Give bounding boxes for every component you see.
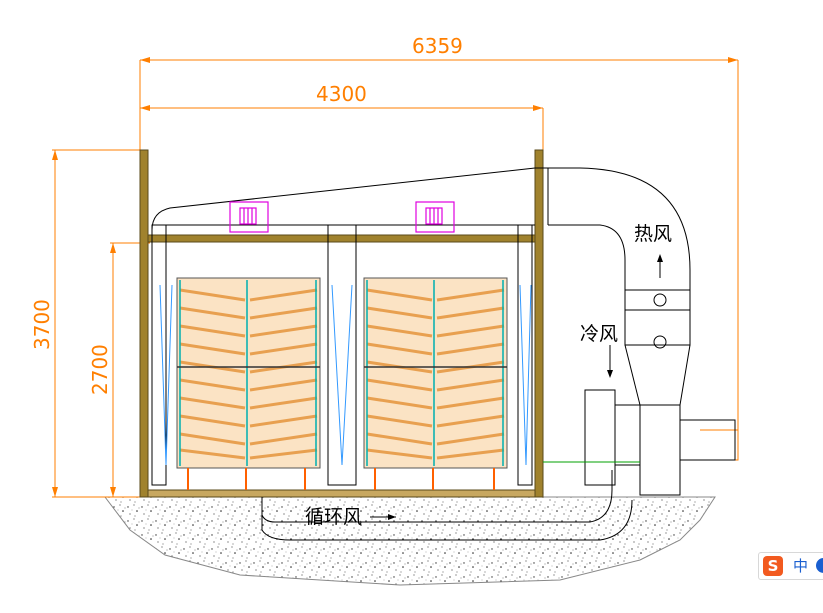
moon-icon[interactable] (816, 558, 823, 573)
sogou-logo-icon[interactable]: S (763, 556, 783, 576)
roof-fan-right (415, 201, 455, 233)
ime-mode-toggle[interactable]: 中 (793, 557, 809, 575)
hot-air-label: 热风 (634, 223, 672, 245)
tray-rack-right (363, 277, 508, 490)
dim-total-width: 6359 (412, 34, 463, 58)
cold-air-label: 冷风 (580, 323, 618, 345)
circulation-label: 循环风 (305, 506, 362, 528)
dimension-lines (52, 59, 739, 498)
ime-toolbar[interactable]: S 中 (758, 552, 823, 580)
room-walls (139, 149, 544, 498)
roof-fan-left (229, 201, 269, 233)
inner-ducts (151, 224, 533, 486)
dim-room-width: 4300 (316, 82, 367, 106)
circulation-duct (261, 470, 613, 523)
dim-total-height: 3700 (30, 299, 54, 350)
dimension-arrows (52, 57, 738, 497)
ground (103, 496, 716, 586)
circulation-arrow (388, 514, 396, 520)
roof-air-duct (151, 167, 691, 290)
heater-unit (543, 289, 736, 496)
tray-rack-left (176, 277, 321, 490)
dim-room-height: 2700 (88, 344, 112, 395)
